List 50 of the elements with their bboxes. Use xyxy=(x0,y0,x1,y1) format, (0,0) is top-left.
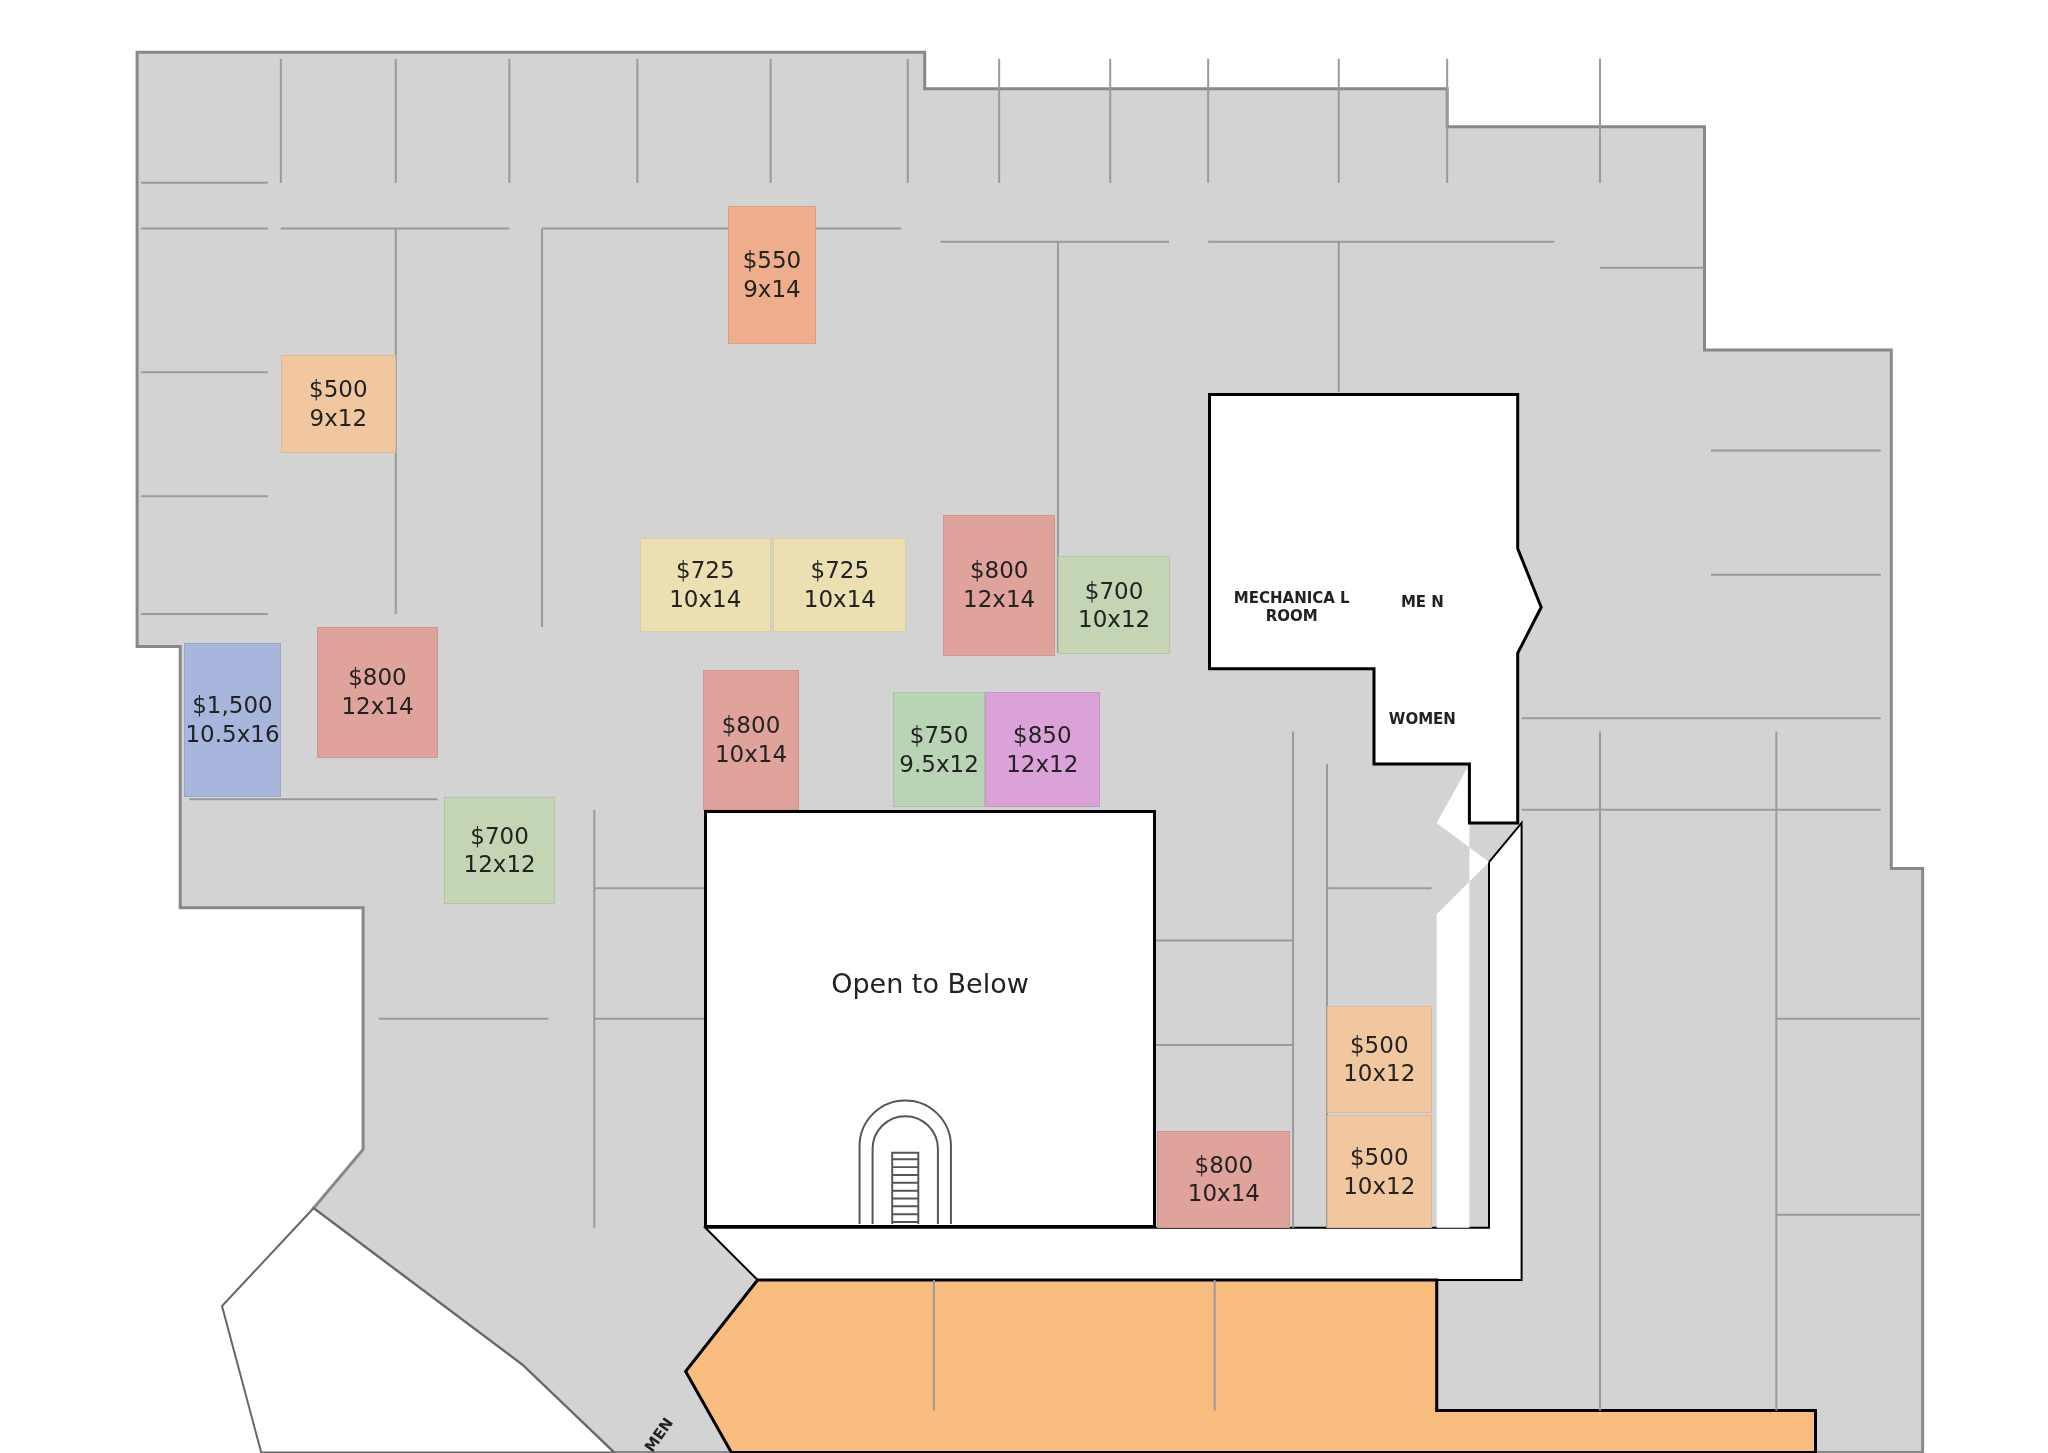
rent-price: $1,500 xyxy=(192,690,273,720)
office-room xyxy=(444,796,556,904)
room-dimensions: 9x14 xyxy=(743,274,801,304)
rent-price: $800 xyxy=(721,711,781,740)
room-dimensions: 10x14 xyxy=(1187,1179,1260,1209)
room-dimensions: 9.5x12 xyxy=(899,749,979,779)
room-dimensions: 12x12 xyxy=(1006,749,1079,779)
rent-price: $750 xyxy=(909,720,969,750)
room-label: MECHANICA L ROOM xyxy=(1232,588,1351,627)
office-room xyxy=(943,514,1056,656)
office-room xyxy=(984,692,1100,808)
room-dimensions: 10x14 xyxy=(714,739,788,769)
rent-price: $725 xyxy=(676,556,735,586)
rent-price: $500 xyxy=(1350,1030,1409,1060)
office-room xyxy=(1057,556,1171,655)
room-dimensions: 12x14 xyxy=(963,585,1036,614)
area-label: Open to Below xyxy=(831,966,1029,1001)
office-room xyxy=(893,692,985,808)
rent-price: $800 xyxy=(348,663,407,693)
office-room xyxy=(184,642,281,797)
rent-price: $500 xyxy=(1350,1142,1409,1172)
room-dimensions: 12x12 xyxy=(463,850,536,880)
open-atrium-area xyxy=(704,809,1156,1228)
room-dimensions: 12x14 xyxy=(341,692,414,721)
room-dimensions: 10x12 xyxy=(1343,1171,1416,1201)
office-room xyxy=(702,670,800,810)
office-room xyxy=(1157,1131,1291,1228)
office-room xyxy=(640,538,771,633)
rent-price: $550 xyxy=(742,246,802,275)
office-room xyxy=(317,626,438,758)
rent-price: $725 xyxy=(810,556,870,586)
rent-price: $800 xyxy=(969,556,1029,586)
rent-price: $800 xyxy=(1194,1150,1254,1180)
office-room xyxy=(1327,1005,1432,1113)
room-dimensions: 10x12 xyxy=(1078,605,1151,635)
rent-price: $700 xyxy=(1084,576,1144,606)
room-dimensions: 10.5x16 xyxy=(185,719,280,749)
office-room xyxy=(727,206,817,344)
office-room xyxy=(280,355,396,454)
room-label: WOMEN xyxy=(1387,710,1457,730)
rent-price: $700 xyxy=(470,821,529,851)
rent-price: $500 xyxy=(309,375,368,405)
office-room xyxy=(773,538,907,633)
room-dimensions: 9x12 xyxy=(309,404,368,433)
rent-price: $850 xyxy=(1013,720,1072,750)
room-label: ME N xyxy=(1399,592,1445,612)
room-dimensions: 10x14 xyxy=(803,585,876,614)
room-dimensions: 10x12 xyxy=(1343,1059,1416,1088)
office-room xyxy=(1327,1115,1432,1228)
room-dimensions: 10x14 xyxy=(669,585,742,614)
